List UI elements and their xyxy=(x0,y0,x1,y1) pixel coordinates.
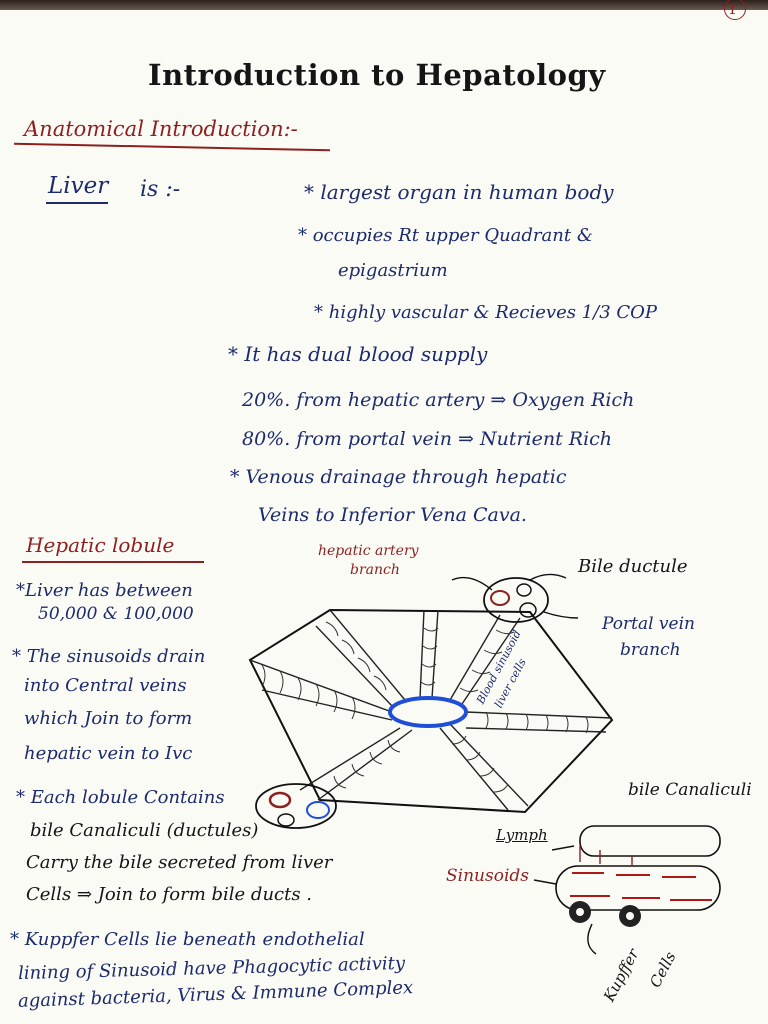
cell-arc xyxy=(459,629,515,693)
lobule-hexagon xyxy=(248,608,614,814)
label-lymph: Lymph xyxy=(496,826,548,844)
note-line: * It has dual blood supply xyxy=(228,342,488,366)
portal-vein-circle xyxy=(306,801,330,819)
hepatocyte-plate xyxy=(315,609,406,707)
cell-arc xyxy=(325,621,387,691)
cell-arc xyxy=(261,664,356,720)
note-line: * Venous drainage through hepatic xyxy=(230,466,567,488)
note-line: * The sinusoids drain xyxy=(12,646,206,667)
note-line: epigastrium xyxy=(338,260,448,281)
label-hepatic-artery-branch: branch xyxy=(350,562,400,578)
note-line: into Central veins xyxy=(24,675,187,696)
kupffer-cell-nucleus xyxy=(576,908,584,916)
cell-arc xyxy=(333,739,401,789)
note-line: *Liver has between xyxy=(16,580,193,601)
hepatic-artery-circle xyxy=(490,590,510,606)
label-sinusoids: Sinusoids xyxy=(446,866,529,886)
label-bile-canaliculi: bile Canaliculi xyxy=(628,780,752,800)
hepatocyte-plates xyxy=(249,609,613,811)
hepatocyte-plate xyxy=(249,659,393,721)
bile-ductule-circle xyxy=(516,583,532,597)
note-line: bile Canaliculi (ductules) xyxy=(30,820,259,841)
portal-triad-top xyxy=(483,577,549,623)
red-cells xyxy=(570,872,712,901)
label-portal-vein-branch: branch xyxy=(620,640,681,660)
section-heading-hepatic-lobule: Hepatic lobule xyxy=(26,533,175,557)
note-line: Cells ⇒ Join to form bile ducts . xyxy=(26,884,313,905)
bile-ductule-circle xyxy=(277,813,295,827)
liver-is-text: is :- xyxy=(140,177,181,202)
notebook-page xyxy=(0,8,768,1024)
page-number-circle xyxy=(724,0,746,20)
portal-vein-circle xyxy=(519,602,537,618)
note-line: * highly vascular & Recieves 1/3 COP xyxy=(314,302,658,323)
label-bile-ductule: Bile ductule xyxy=(578,556,688,577)
sinusoid-arrow xyxy=(533,879,557,885)
plate-cell-arcs xyxy=(261,621,589,793)
central-vein xyxy=(388,696,468,728)
kupffer-cell-nucleus xyxy=(626,912,634,920)
note-line: 50,000 & 100,000 xyxy=(38,604,194,624)
label-hepatic-artery: hepatic artery xyxy=(318,543,419,559)
arrow-portal-vein xyxy=(543,611,579,619)
note-line: * occupies Rt upper Quadrant & xyxy=(298,225,593,246)
note-line: which Join to form xyxy=(24,708,193,729)
note-line: * Kuppfer Cells lie beneath endothelial xyxy=(10,929,365,950)
hepatocyte-plate xyxy=(439,723,529,811)
page-number: 1 xyxy=(728,2,737,18)
liver-underline xyxy=(46,202,108,204)
arrow-hepatic-artery xyxy=(451,576,493,591)
cell-arc xyxy=(420,627,439,686)
label-arrows xyxy=(451,573,579,619)
photo-edge xyxy=(0,0,768,10)
portal-triad-bottom xyxy=(255,783,337,829)
lymph-arrows xyxy=(579,846,633,866)
hepatocyte-plate xyxy=(299,727,413,801)
hepatocyte-plate xyxy=(449,614,521,705)
note-line: * Each lobule Contains xyxy=(16,787,225,808)
canaliculus-tube xyxy=(579,825,721,857)
hepatocyte-plate xyxy=(465,711,613,733)
section-heading-anatomical: Anatomical Introduction:- xyxy=(24,117,298,141)
portal-triad-outline xyxy=(483,577,549,623)
note-line: * largest organ in human body xyxy=(304,180,614,204)
portal-triad-outline xyxy=(255,783,337,829)
cell-arc xyxy=(451,735,509,793)
kupffer-arrow xyxy=(587,923,597,955)
hepatic-artery-circle xyxy=(268,791,292,809)
note-line: 80%. from portal vein ⇒ Nutrient Rich xyxy=(242,428,613,450)
heading-underline xyxy=(22,561,204,563)
lymph-arrow xyxy=(551,845,575,851)
note-line: hepatic vein to Ivc xyxy=(24,743,193,764)
bile-canaliculi-sketch xyxy=(533,825,721,955)
note-line: Veins to Inferior Vena Cava. xyxy=(258,504,527,526)
cell-arc xyxy=(485,711,589,734)
note-line: 20%. from hepatic artery ⇒ Oxygen Rich xyxy=(242,389,635,411)
liver-word: Liver xyxy=(48,173,109,199)
arrow-bile-ductule xyxy=(529,573,567,581)
label-portal-vein: Portal vein xyxy=(602,614,695,634)
note-line: Carry the bile secreted from liver xyxy=(26,852,333,873)
page-title: Introduction to Hepatology xyxy=(148,58,606,92)
